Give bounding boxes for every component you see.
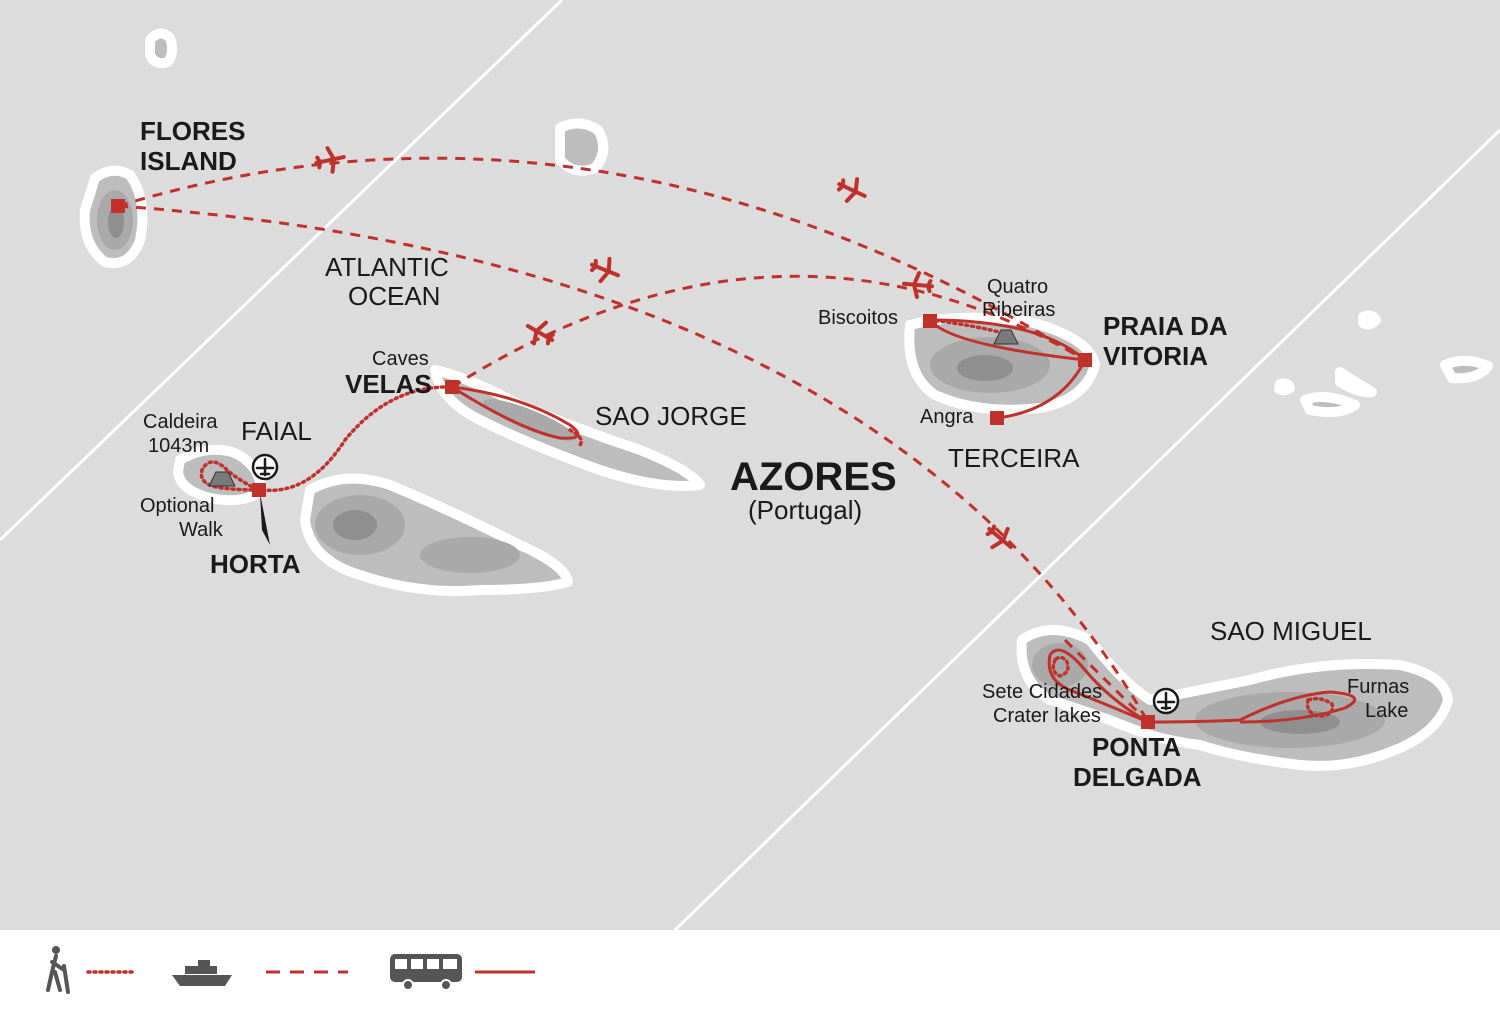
label-walk-2: Walk [179,519,224,541]
label-horta: HORTA [210,549,301,579]
bus-route-velas [451,385,580,440]
stop-biscoitos [923,314,937,328]
volcano-icon [993,329,1019,345]
island-flores-relief [108,206,124,238]
label-quatro-1: Quatro [987,276,1048,298]
label-quatro-2: Ribeiras [982,299,1055,321]
island-terceira-relief [957,355,1013,381]
island-corvo [145,28,178,69]
label-sete-2: Crater lakes [993,705,1101,727]
island-pico-relief [333,510,377,540]
label-praia-1: PRAIA DA [1103,311,1228,341]
stop-velas [445,380,459,394]
label-caldeira-2: 1043m [148,435,209,457]
label-ocean-1: ATLANTIC [325,252,449,282]
stop-angra [990,411,1004,425]
label-terceira: TERCEIRA [948,443,1080,473]
label-caldeira-1: Caldeira [143,411,218,433]
ferry-icon [172,960,232,986]
flight-route [117,204,1150,723]
airport-icon [1152,687,1180,715]
stop-praia [1078,353,1092,367]
island-sao-jorge [430,365,705,491]
flight-route-segment [1063,638,1150,724]
flight-route [117,156,1086,362]
label-flores-1: FLORES [140,116,245,146]
label-angra: Angra [920,406,974,428]
label-caves: Caves [372,348,429,370]
label-biscoitos: Biscoitos [818,307,898,329]
volcano-icon [208,471,236,487]
label-ponta-1: PONTA [1092,732,1181,762]
label-sao-miguel: SAO MIGUEL [1210,616,1372,646]
bus-route-furnas [1147,690,1357,724]
flight-route [451,274,1086,389]
label-ponta-2: DELGADA [1073,762,1202,792]
map-title: AZORES [730,455,897,499]
walk-route [260,385,454,493]
island-graciosa [555,118,609,176]
stop-horta [252,483,266,497]
bus-route-angra [996,359,1087,420]
label-sao-jorge: SAO JORGE [595,401,747,431]
label-furnas-2: Lake [1365,700,1408,722]
island-pico-relief [420,537,520,573]
hiker-icon [46,946,70,994]
frame-line [0,0,564,542]
label-furnas-1: Furnas [1347,676,1409,698]
legend [46,946,535,994]
airport-icon [251,453,279,481]
walk-route-furnas [1305,696,1335,718]
label-sete-1: Sete Cidades [982,681,1102,703]
walk-route-sao-jorge [568,428,583,447]
label-walk-1: Optional [140,495,215,517]
horta-pointer [260,493,270,545]
islet [1440,355,1493,384]
stop-flores [111,199,125,213]
bus-route-sete [1047,648,1149,724]
map-subtitle: (Portugal) [748,495,862,525]
walk-route-sete [1051,655,1070,678]
label-velas: VELAS [345,369,432,399]
label-flores-2: ISLAND [140,146,237,176]
island-formigas [1358,310,1381,330]
islet [1300,391,1360,418]
stop-ponta [1141,715,1155,729]
frame-line [673,128,1500,932]
walk-route-caldeira [199,460,260,492]
islet [1274,378,1295,396]
label-faial: FAIAL [241,416,312,446]
bus-icon [390,954,462,991]
island-sao-miguel-relief [1032,643,1088,687]
island-sao-jorge-relief [483,399,577,441]
islet [1335,367,1377,398]
label-praia-2: VITORIA [1103,341,1208,371]
label-ocean-2: OCEAN [348,281,440,311]
